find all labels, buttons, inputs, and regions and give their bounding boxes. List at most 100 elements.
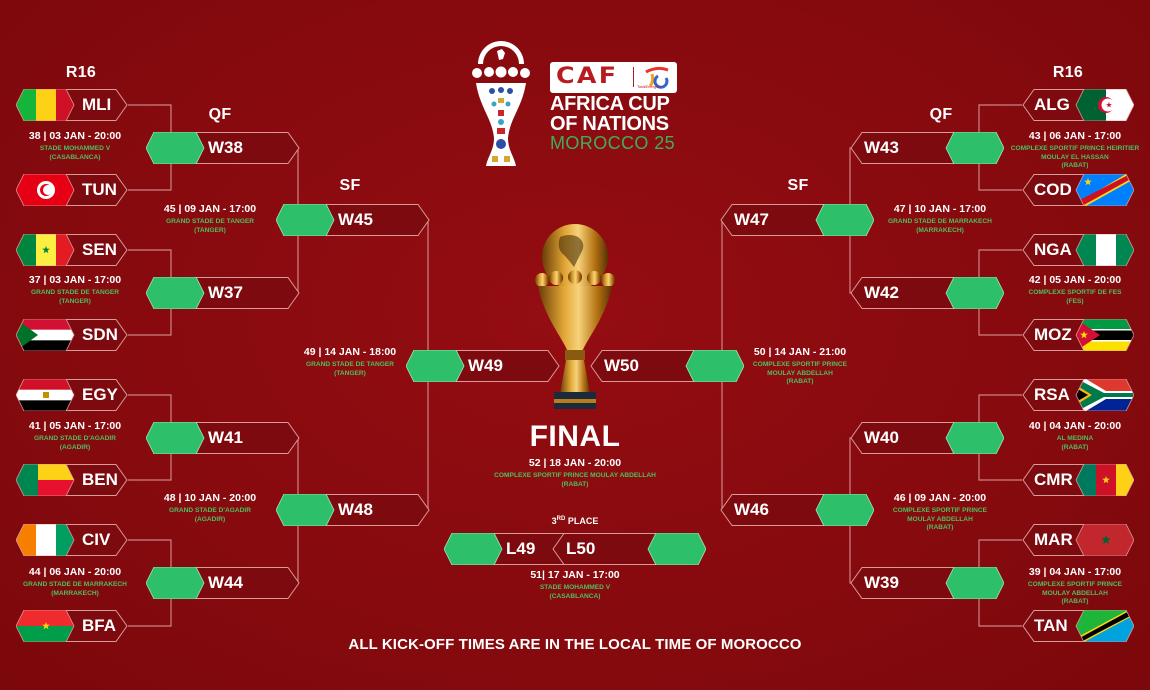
team-code: MAR xyxy=(1034,530,1073,549)
team-cod[interactable]: COD xyxy=(1022,174,1134,206)
match-city: (MARRAKECH) xyxy=(51,589,99,597)
afcon-trophy-icon xyxy=(530,222,620,412)
winner-code: W44 xyxy=(208,573,243,592)
team-bfa[interactable]: BFA xyxy=(16,610,128,642)
match-city: (TANGER) xyxy=(334,369,366,377)
team-code: SDN xyxy=(82,325,118,344)
footer-note: ALL KICK-OFF TIMES ARE IN THE LOCAL TIME… xyxy=(348,636,802,653)
match-city: (RABAT) xyxy=(1061,443,1089,451)
slot-w41[interactable]: W41 xyxy=(146,422,300,454)
team-code: BEN xyxy=(82,470,118,489)
team-rsa[interactable]: RSA xyxy=(1022,379,1134,411)
team-mli[interactable]: MLI xyxy=(16,89,128,121)
match-time: 41 | 05 JAN - 17:00 xyxy=(28,420,122,432)
team-tun[interactable]: TUN xyxy=(16,174,128,206)
match-info-38: 38 | 03 JAN - 20:00 STADE MOHAMMED V (CA… xyxy=(0,130,150,162)
match-time: 45 | 09 JAN - 17:00 xyxy=(163,203,257,215)
team-ben[interactable]: BEN xyxy=(16,464,128,496)
match-venue: COMPLEXE SPORTIF PRINCE MOULAY ABDELLAH xyxy=(494,472,656,479)
match-venue: STADE MOHAMMED V xyxy=(539,584,611,591)
team-code: RSA xyxy=(1034,385,1070,404)
match-venue: COMPLEXE SPORTIF PRINCE MOULAY ABDELLAH xyxy=(1027,581,1123,597)
winner-code: W47 xyxy=(734,210,769,229)
match-info-43: 43 | 06 JAN - 17:00 COMPLEXE SPORTIF PRI… xyxy=(1000,130,1150,171)
match-venue: COMPLEXE SPORTIF PRINCE HEIRITIER MOULAY… xyxy=(1010,145,1140,161)
slot-w39[interactable]: W39 xyxy=(850,567,1004,599)
winner-code: L50 xyxy=(566,539,596,558)
team-code: CMR xyxy=(1034,470,1073,489)
slot-w50[interactable]: W50 xyxy=(590,350,744,382)
match-city: (CASABLANCA) xyxy=(49,153,101,161)
match-info-45: 45 | 09 JAN - 17:00 GRAND STADE DE TANGE… xyxy=(135,203,285,235)
match-time: 49 | 14 JAN - 18:00 xyxy=(303,346,397,358)
match-info-42: 42 | 05 JAN - 20:00 COMPLEXE SPORTIF DE … xyxy=(1000,274,1150,306)
match-city: (RABAT) xyxy=(786,378,814,385)
match-info-44: 44 | 06 JAN - 20:00 GRAND STADE DE MARRA… xyxy=(0,566,150,598)
winner-code: W46 xyxy=(734,500,769,519)
winner-code: W38 xyxy=(208,138,243,157)
winner-code: W43 xyxy=(864,138,899,157)
team-sen[interactable]: SEN xyxy=(16,234,128,266)
match-venue: GRAND STADE DE MARRAKECH xyxy=(23,581,127,588)
slot-w42[interactable]: W42 xyxy=(850,277,1004,309)
team-code: MOZ xyxy=(1034,325,1072,344)
third-place-title: 3RD PLACE xyxy=(551,516,599,526)
match-venue: GRAND STADE D'AGADIR xyxy=(168,507,252,514)
team-code: BFA xyxy=(82,616,116,635)
team-sdn[interactable]: SDN xyxy=(16,319,128,351)
slot-w37[interactable]: W37 xyxy=(146,277,300,309)
match-info-48: 48 | 10 JAN - 20:00 GRAND STADE D'AGADIR… xyxy=(135,492,285,524)
winner-code: W49 xyxy=(468,356,503,375)
title-line-1: AFRICA CUP xyxy=(550,93,670,115)
caf-sponsor-badge: CAF TotalEnergies xyxy=(550,62,677,93)
slot-w43[interactable]: W43 xyxy=(850,132,1004,164)
match-city: (MARRAKECH) xyxy=(916,226,964,234)
team-moz[interactable]: MOZ xyxy=(1022,319,1134,351)
team-cmr[interactable]: CMR xyxy=(1022,464,1134,496)
slot-w49[interactable]: W49 xyxy=(406,350,560,382)
match-info-50: 50 | 14 JAN - 21:00 COMPLEXE SPORTIF PRI… xyxy=(725,346,875,387)
slot-w38[interactable]: W38 xyxy=(146,132,300,164)
match-time: 38 | 03 JAN - 20:00 xyxy=(28,130,122,142)
match-city: (AGADIR) xyxy=(59,443,91,451)
third-place-match-info: 51| 17 JAN - 17:00 STADE MOHAMMED V (CAS… xyxy=(500,569,650,601)
slot-w48[interactable]: W48 xyxy=(276,494,430,526)
match-time: 46 | 09 JAN - 20:00 xyxy=(893,492,987,504)
team-tan[interactable]: TAN xyxy=(1022,610,1134,642)
match-info-47: 47 | 10 JAN - 17:00 GRAND STADE DE MARRA… xyxy=(865,203,1015,235)
team-egy[interactable]: EGY xyxy=(16,379,128,411)
title-line-2: OF NATIONS xyxy=(550,113,669,135)
match-info-49: 49 | 14 JAN - 18:00 GRAND STADE DE TANGE… xyxy=(275,346,425,378)
team-alg[interactable]: ALG xyxy=(1022,89,1134,121)
sponsor-name: TotalEnergies xyxy=(637,84,662,89)
team-mar[interactable]: MAR xyxy=(1022,524,1134,556)
logo-divider xyxy=(633,67,634,87)
match-venue: GRAND STADE D'AGADIR xyxy=(33,435,117,442)
match-venue: AL MEDINA xyxy=(1056,435,1094,442)
match-city: (RABAT) xyxy=(561,480,589,488)
team-nga[interactable]: NGA xyxy=(1022,234,1134,266)
team-code: COD xyxy=(1034,180,1072,199)
winner-code: W41 xyxy=(208,428,243,447)
team-code: NGA xyxy=(1034,240,1072,259)
team-code: EGY xyxy=(82,385,118,404)
team-code: TUN xyxy=(82,180,117,199)
match-time: 39 | 04 JAN - 17:00 xyxy=(1028,566,1122,578)
slot-w47[interactable]: W47 xyxy=(720,204,874,236)
final-match-info: 52 | 18 JAN - 20:00 COMPLEXE SPORTIF PRI… xyxy=(475,457,675,489)
winner-code: W37 xyxy=(208,283,243,302)
round-label-right-qf: QF xyxy=(929,106,953,123)
slot-w44[interactable]: W44 xyxy=(146,567,300,599)
team-code: CIV xyxy=(82,530,111,549)
round-label-left-r16: R16 xyxy=(65,64,97,81)
round-label-left-qf: QF xyxy=(208,106,232,123)
slot-w45[interactable]: W45 xyxy=(276,204,430,236)
team-civ[interactable]: CIV xyxy=(16,524,128,556)
slot-w46[interactable]: W46 xyxy=(720,494,874,526)
winner-code: W48 xyxy=(338,500,373,519)
match-time: 47 | 10 JAN - 17:00 xyxy=(893,203,987,215)
match-time: 51| 17 JAN - 17:00 xyxy=(530,569,620,581)
slot-w40[interactable]: W40 xyxy=(850,422,1004,454)
slot-l50[interactable]: L50 xyxy=(552,533,706,565)
